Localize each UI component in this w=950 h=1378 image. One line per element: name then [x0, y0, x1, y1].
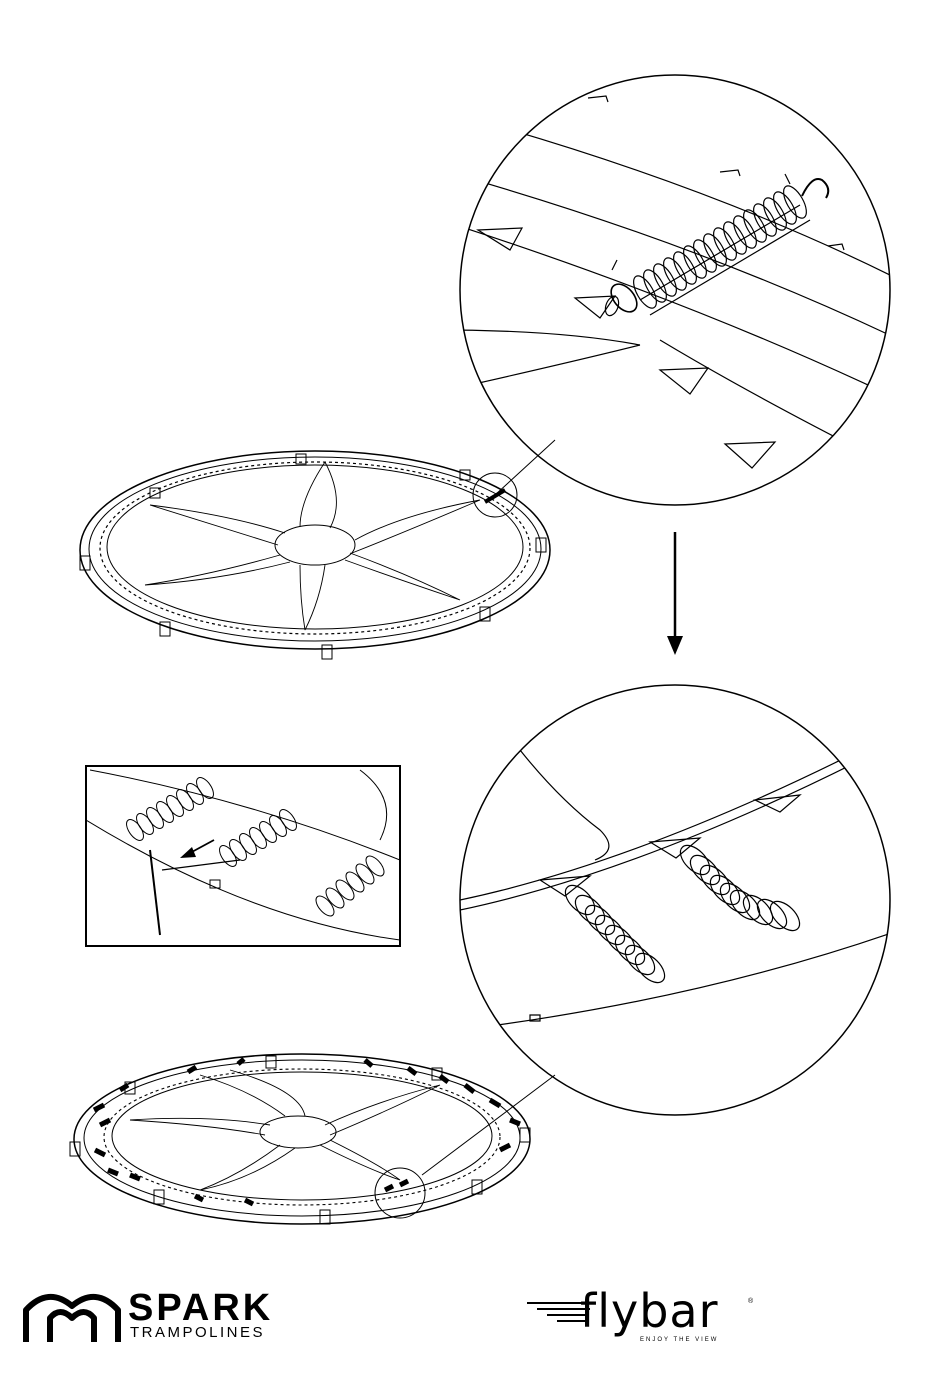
spring-marks — [94, 1059, 520, 1204]
flybar-brand-name: flybar — [580, 1287, 719, 1335]
zoom-detail-installed-springs — [460, 685, 900, 1115]
zoom-detail-attach-spring — [440, 75, 900, 505]
flybar-registered-mark: ® — [748, 1298, 753, 1306]
spark-brand-name: SPARK — [128, 1288, 273, 1328]
inset-spring-tool-detail — [86, 766, 400, 946]
callout-line — [495, 440, 555, 495]
trampoline-step-2 — [70, 1054, 530, 1224]
spark-brand-subtitle: TRAMPOLINES — [130, 1325, 265, 1341]
flybar-tagline: ENJOY THE VIEW — [640, 1336, 718, 1344]
down-arrow-icon — [667, 532, 683, 655]
spark-logo-icon — [26, 1297, 118, 1342]
trampoline-step-1 — [80, 451, 550, 659]
